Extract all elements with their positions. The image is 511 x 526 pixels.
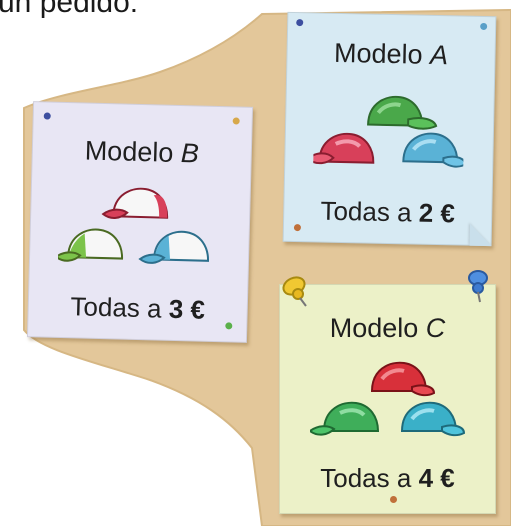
- pin-dot: [296, 19, 304, 27]
- header-text: un pedido:: [0, 0, 139, 19]
- pin-icon: [468, 270, 488, 303]
- cap-icon: [402, 132, 465, 168]
- cap-icon: [370, 361, 436, 397]
- pin-dot: [232, 117, 240, 125]
- pin-icon: [282, 276, 307, 307]
- cap-icon: [400, 401, 466, 437]
- card-b-price: Todas a 3 €: [70, 291, 206, 325]
- card-c-price: Todas a 4 €: [320, 463, 455, 493]
- pin-dot: [390, 496, 397, 503]
- cap-icon: [57, 228, 124, 262]
- caps-illustration-a: [312, 95, 465, 168]
- card-modelo-c: Modelo C Todas a 4 €: [279, 284, 496, 514]
- card-modelo-a: Modelo A Todas a 2 €: [282, 11, 497, 247]
- card-b-title: Modelo B: [84, 135, 200, 169]
- card-a-title: Modelo A: [333, 37, 449, 71]
- cap-icon: [310, 401, 380, 436]
- cap-icon: [138, 230, 210, 264]
- card-c-title: Modelo C: [329, 313, 446, 343]
- caps-illustration-b: [57, 187, 210, 264]
- card-modelo-b: Modelo B Todas a 3 €: [26, 101, 254, 343]
- cap-icon: [312, 132, 375, 165]
- card-a-price: Todas a 2 €: [320, 195, 456, 229]
- caps-illustration-c: [310, 361, 466, 437]
- page-curl: [469, 223, 493, 247]
- pin-dot: [480, 22, 488, 31]
- cap-icon: [101, 187, 169, 219]
- cap-icon: [367, 95, 438, 130]
- pin-dot: [43, 112, 51, 120]
